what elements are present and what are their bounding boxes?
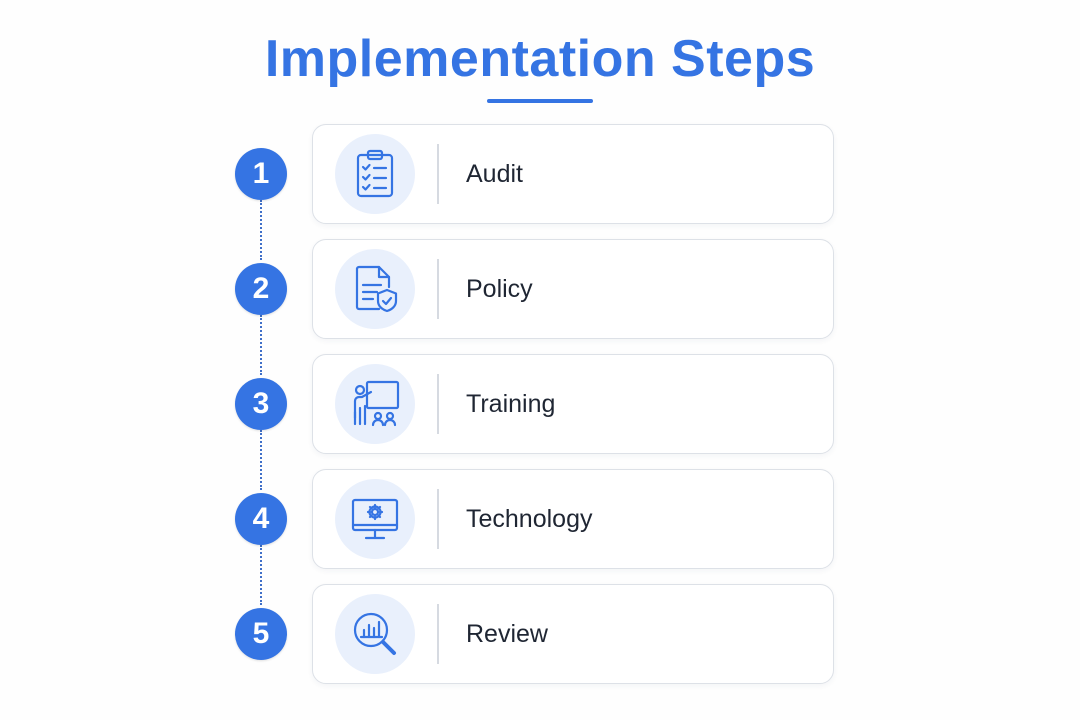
step-label: Training bbox=[466, 390, 556, 418]
step-row-training: 3 Training bbox=[0, 354, 1080, 454]
step-row-review: 5 Review bbox=[0, 584, 1080, 684]
step-number-badge: 4 bbox=[235, 493, 287, 545]
step-label: Technology bbox=[466, 505, 593, 533]
step-connector bbox=[260, 200, 262, 260]
step-card: Review bbox=[312, 584, 834, 684]
step-number-badge: 5 bbox=[235, 608, 287, 660]
card-divider bbox=[437, 604, 439, 664]
step-card: Policy bbox=[312, 239, 834, 339]
step-row-technology: 4 Technology bbox=[0, 469, 1080, 569]
step-card: Audit bbox=[312, 124, 834, 224]
step-label: Policy bbox=[466, 275, 533, 303]
step-label: Review bbox=[466, 620, 548, 648]
step-row-audit: 1 Audit bbox=[0, 124, 1080, 224]
step-card: Training bbox=[312, 354, 834, 454]
document-shield-icon bbox=[335, 249, 415, 329]
step-connector bbox=[260, 430, 262, 490]
title-underline bbox=[487, 99, 593, 103]
page-title: Implementation Steps bbox=[264, 30, 816, 88]
step-number-badge: 1 bbox=[235, 148, 287, 200]
magnifier-chart-icon bbox=[335, 594, 415, 674]
monitor-gear-icon bbox=[335, 479, 415, 559]
card-divider bbox=[437, 489, 439, 549]
card-divider bbox=[437, 259, 439, 319]
clipboard-checklist-icon bbox=[335, 134, 415, 214]
card-divider bbox=[437, 374, 439, 434]
presentation-trainer-icon bbox=[335, 364, 415, 444]
step-number-badge: 2 bbox=[235, 263, 287, 315]
step-number-badge: 3 bbox=[235, 378, 287, 430]
step-connector bbox=[260, 315, 262, 375]
card-divider bbox=[437, 144, 439, 204]
step-row-policy: 2 Policy bbox=[0, 239, 1080, 339]
step-label: Audit bbox=[466, 160, 523, 188]
step-connector bbox=[260, 545, 262, 605]
step-card: Technology bbox=[312, 469, 834, 569]
